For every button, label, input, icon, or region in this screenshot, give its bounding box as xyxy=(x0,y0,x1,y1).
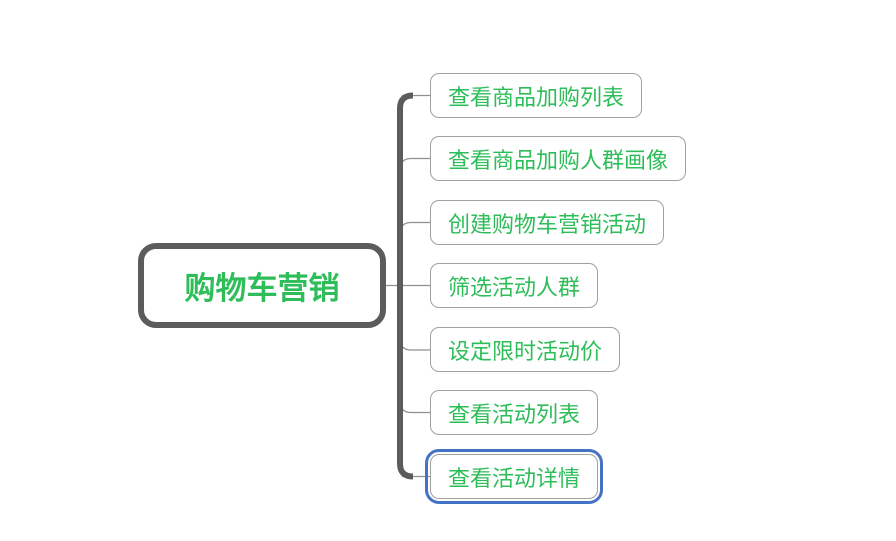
topic-node-5[interactable]: 设定限时活动价 xyxy=(430,327,621,372)
branch-line-node5 xyxy=(399,339,430,351)
topic-label: 查看活动详情 xyxy=(448,465,581,491)
topic-label: 查看商品加购人群画像 xyxy=(448,147,669,173)
root-topic-node[interactable]: 购物车营销 xyxy=(138,243,386,328)
branch-line-node3 xyxy=(399,221,430,234)
root-topic-label: 购物车营销 xyxy=(184,271,340,306)
topic-node-7[interactable]: 查看活动详情 xyxy=(424,449,604,504)
topic-label: 创建购物车营销活动 xyxy=(448,211,647,237)
topic-label: 筛选活动人群 xyxy=(448,274,581,300)
branch-line-node2 xyxy=(399,157,430,170)
topic-node-3[interactable]: 创建购物车营销活动 xyxy=(430,200,665,245)
spine-connector xyxy=(397,92,414,480)
topic-node-2[interactable]: 查看商品加购人群画像 xyxy=(430,136,687,181)
topic-node-6[interactable]: 查看活动列表 xyxy=(430,390,599,435)
topic-label: 查看活动列表 xyxy=(448,401,581,427)
topic-node-4[interactable]: 筛选活动人群 xyxy=(430,263,599,308)
topic-label: 设定限时活动价 xyxy=(448,338,603,364)
topic-node-1[interactable]: 查看商品加购列表 xyxy=(430,73,643,118)
topic-label: 查看商品加购列表 xyxy=(448,84,625,110)
branch-line-node6 xyxy=(399,401,430,414)
